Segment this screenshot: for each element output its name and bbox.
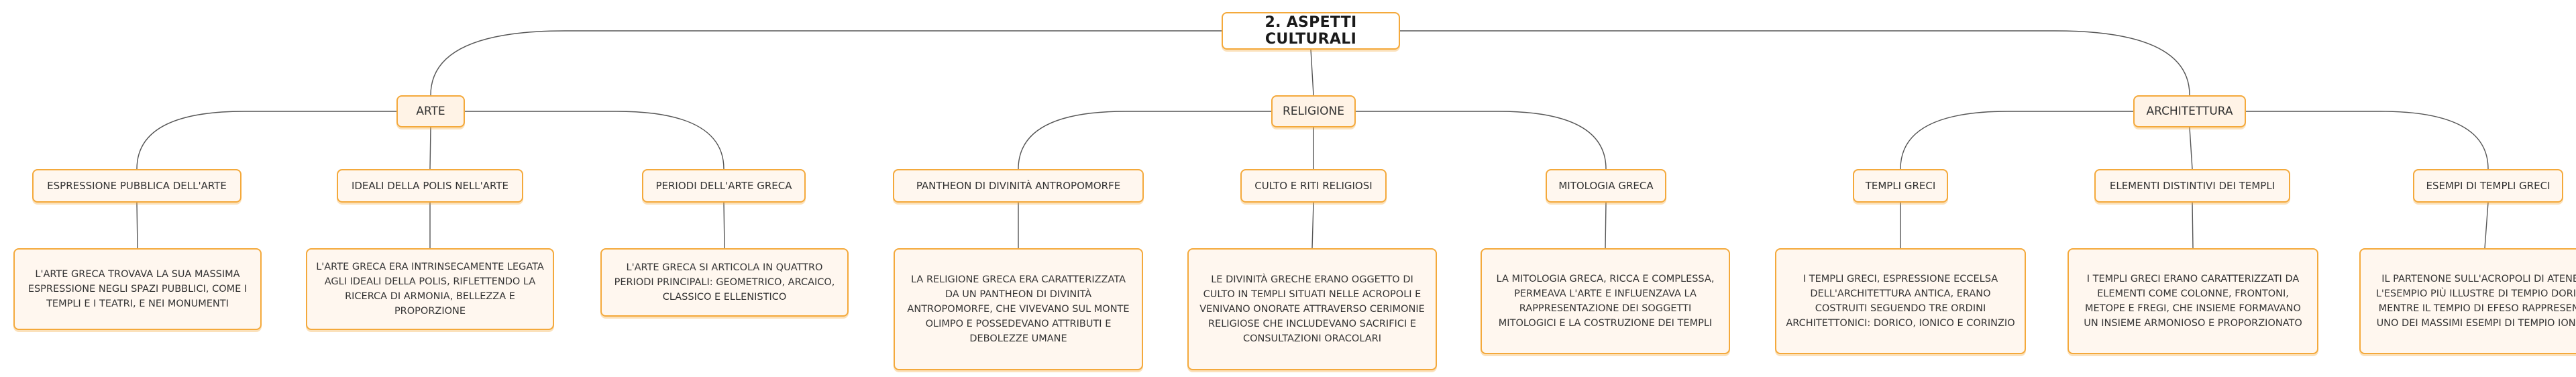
- root-node[interactable]: 2. ASPETTI CULTURALI: [1222, 12, 1400, 50]
- detail-text: L'ARTE GRECA TROVAVA LA SUA MASSIMA ESPR…: [28, 269, 248, 309]
- detail-text: L'ARTE GRECA SI ARTICOLA IN QUATTRO PERI…: [614, 262, 835, 303]
- topic-node-mitologia[interactable]: MITOLOGIA GRECA: [1546, 169, 1666, 203]
- detail-node-elementi-distintivi[interactable]: I TEMPLI GRECI ERANO CARATTERIZZATI DA E…: [2068, 248, 2318, 354]
- connector-root-architettura: [1400, 30, 2190, 96]
- detail-text: LA MITOLOGIA GRECA, RICCA E COMPLESSA, P…: [1496, 274, 1715, 329]
- topic-node-periodi-arte[interactable]: PERIODI DELL'ARTE GRECA: [642, 169, 806, 203]
- detail-node-templi-greci[interactable]: I TEMPLI GRECI, ESPRESSIONE ECCELSA DELL…: [1775, 248, 2026, 354]
- detail-text: LE DIVINITÀ GRECHE ERANO OGGETTO DI CULT…: [1199, 274, 1425, 344]
- connector-topic-detail: [2192, 202, 2194, 249]
- detail-node-pantheon[interactable]: LA RELIGIONE GRECA ERA CARATTERIZZATA DA…: [894, 248, 1143, 370]
- category-label: ARCHITETTURA: [2146, 105, 2233, 118]
- category-label: ARTE: [416, 105, 445, 118]
- detail-node-espressione-pubblica[interactable]: L'ARTE GRECA TROVAVA LA SUA MASSIMA ESPR…: [13, 248, 262, 330]
- topic-node-espressione-pubblica[interactable]: ESPRESSIONE PUBBLICA DELL'ARTE: [32, 169, 241, 203]
- topic-label: MITOLOGIA GRECA: [1558, 180, 1654, 192]
- category-node-architettura[interactable]: ARCHITETTURA: [2133, 95, 2246, 127]
- topic-node-culto-riti[interactable]: CULTO E RITI RELIGIOSI: [1240, 169, 1387, 203]
- connector-category-topic: [2189, 127, 2193, 170]
- category-node-arte[interactable]: ARTE: [396, 95, 465, 127]
- topic-label: CULTO E RITI RELIGIOSI: [1254, 180, 1373, 192]
- detail-text: LA RELIGIONE GRECA ERA CARATTERIZZATA DA…: [907, 274, 1130, 344]
- root-label: 2. ASPETTI CULTURALI: [1265, 14, 1357, 48]
- connector-topic-detail: [1605, 202, 1607, 249]
- detail-node-ideali-polis[interactable]: L'ARTE GRECA ERA INTRINSECAMENTE LEGATA …: [306, 248, 554, 330]
- connector-category-topic: [1900, 111, 2133, 170]
- topic-label: TEMPLI GRECI: [1865, 180, 1936, 192]
- detail-text: I TEMPLI GRECI ERANO CARATTERIZZATI DA E…: [2084, 274, 2302, 329]
- connector-category-topic: [136, 111, 396, 170]
- connector-category-topic: [2246, 111, 2489, 170]
- connector-category-topic: [1356, 111, 1607, 170]
- topic-node-elementi-distintivi[interactable]: ELEMENTI DISTINTIVI DEI TEMPLI: [2094, 169, 2290, 203]
- topic-label: PANTHEON DI DIVINITÀ ANTROPOMORFE: [916, 180, 1121, 192]
- category-node-religione[interactable]: RELIGIONE: [1271, 95, 1356, 127]
- connector-topic-detail: [136, 202, 138, 249]
- detail-node-mitologia[interactable]: LA MITOLOGIA GRECA, RICCA E COMPLESSA, P…: [1481, 248, 1730, 354]
- topic-label: IDEALI DELLA POLIS NELL'ARTE: [351, 180, 509, 192]
- connector-root-religione: [1310, 49, 1314, 96]
- connector-category-topic: [465, 111, 724, 170]
- connector-category-topic: [429, 127, 431, 170]
- connector-topic-detail: [2484, 202, 2489, 249]
- detail-node-culto-riti[interactable]: LE DIVINITÀ GRECHE ERANO OGGETTO DI CULT…: [1187, 248, 1437, 370]
- connector-root-arte: [430, 30, 1222, 96]
- topic-node-ideali-polis[interactable]: IDEALI DELLA POLIS NELL'ARTE: [337, 169, 523, 203]
- category-label: RELIGIONE: [1282, 105, 1345, 118]
- detail-text: I TEMPLI GRECI, ESPRESSIONE ECCELSA DELL…: [1786, 274, 2015, 329]
- topic-node-pantheon[interactable]: PANTHEON DI DIVINITÀ ANTROPOMORFE: [893, 169, 1144, 203]
- topic-label: ESPRESSIONE PUBBLICA DELL'ARTE: [47, 180, 227, 192]
- detail-node-esempi-templi[interactable]: IL PARTENONE SULL'ACROPOLI DI ATENE È L'…: [2359, 248, 2576, 354]
- detail-text: IL PARTENONE SULL'ACROPOLI DI ATENE È L'…: [2375, 274, 2576, 329]
- detail-text: L'ARTE GRECA ERA INTRINSECAMENTE LEGATA …: [316, 262, 544, 317]
- connector-category-topic: [1018, 111, 1271, 170]
- topic-label: ESEMPI DI TEMPLI GRECI: [2426, 180, 2551, 192]
- topic-node-templi-greci[interactable]: TEMPLI GRECI: [1853, 169, 1948, 203]
- topic-label: PERIODI DELL'ARTE GRECA: [655, 180, 792, 192]
- topic-node-esempi-templi[interactable]: ESEMPI DI TEMPLI GRECI: [2413, 169, 2563, 203]
- topic-label: ELEMENTI DISTINTIVI DEI TEMPLI: [2109, 180, 2275, 192]
- connector-topic-detail: [1311, 202, 1314, 249]
- detail-node-periodi-arte[interactable]: L'ARTE GRECA SI ARTICOLA IN QUATTRO PERI…: [600, 248, 849, 317]
